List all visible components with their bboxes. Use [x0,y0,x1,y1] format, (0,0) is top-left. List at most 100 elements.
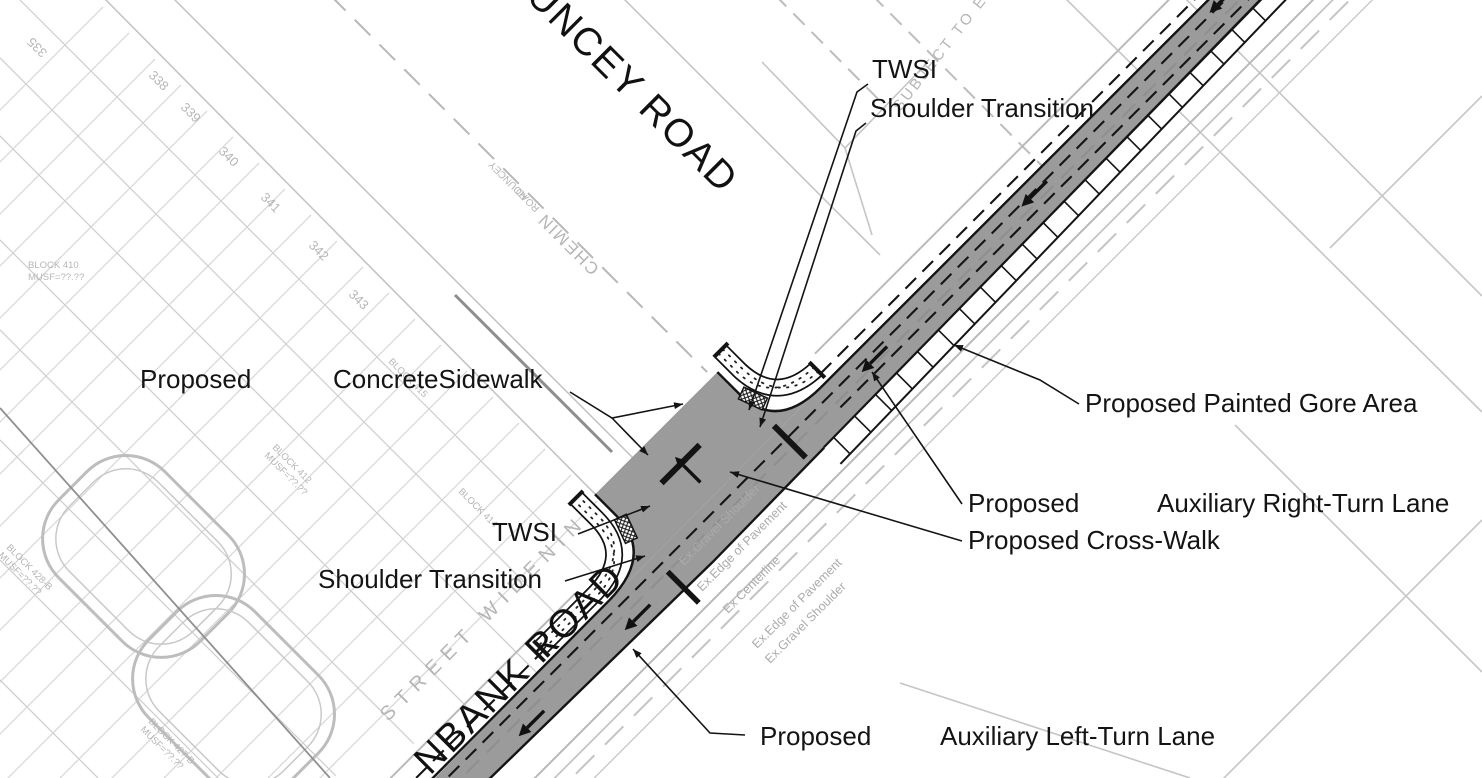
block-410-line2: MUSF=??.?? [28,272,84,283]
ex-side-road-edge-dark [453,293,614,454]
leader-sidewalk-a [569,391,684,419]
callout-sidewalk-prefix: Proposed [140,364,251,394]
parcel-row-line [0,499,640,778]
callout-left-turn: Auxiliary Left-Turn Lane [940,721,1215,751]
parcel-line-right-6 [899,682,1191,778]
sidewalk-end-ticks [532,341,827,658]
parcel-lot-line [0,0,319,778]
gore-hatch-rung [874,393,893,412]
parcel-row-line [0,619,640,778]
callout-crosswalk: Proposed Cross-Walk [968,525,1221,555]
callout-shoulder-west: Shoulder Transition [318,564,542,594]
parcel-row-line [0,179,640,778]
gore-hatch-rung [1210,50,1225,65]
callout-right-turn: Auxiliary Right-Turn Lane [1157,488,1449,518]
parcel-lot-line [39,0,640,778]
parcel-lot-line [0,0,111,778]
callout-right-turn-prefix: Proposed [968,488,1079,518]
painted-gore-area [823,0,1340,465]
lot-343: 343 [346,287,372,313]
gore-hatch-rung [1189,71,1204,87]
parcel-line-right-4 [1234,424,1482,673]
loop-street-lower [131,594,336,778]
lot-340: 340 [216,144,242,170]
gore-hatch-rung [916,350,934,368]
lot-342: 342 [306,238,332,264]
parcel-lot-line [0,0,163,778]
gore-hatch-rung [853,415,872,433]
leader-twsi-top [748,83,869,411]
gore-hatch-rung [833,436,851,455]
parcel-lot-line [0,0,640,778]
concrete-sidewalk-east [714,345,823,397]
gore-hatch-rung [1000,265,1017,282]
parcel-lot-line [0,0,640,778]
cross-road-name: UNCEY ROAD [519,0,747,202]
leader-gore [953,344,1080,405]
gore-hatch-rung [1126,136,1142,152]
gore-hatch-rung [1063,200,1080,217]
proposed-pavement-area [392,0,1482,778]
parcel-row-line [0,379,640,778]
parcel-row-line [0,269,640,778]
leader-right-turn [871,371,963,505]
leader-left-turn [632,648,746,736]
callout-left-turn-prefix: Proposed [760,721,871,751]
parcel-row-line [0,75,640,778]
gore-hatch-rung [1168,93,1184,108]
leader-sidewalk-b [611,417,649,456]
easement-dashed-2 [778,0,887,108]
parcel-lot-line [91,0,640,778]
ex-centerline-dashed [404,0,1482,778]
gore-hatch-rung [937,329,955,347]
gore-hatch-rung [895,372,913,390]
callout-gore: Proposed Painted Gore Area [1085,388,1418,418]
gore-hatch-rung [979,286,997,303]
parcel-lot-line [0,0,371,778]
chemin-road-suffix-small: ROAD [514,185,542,213]
parcel-lot-line [247,0,640,778]
loop-street-upper [41,454,246,659]
crosswalk-bar-sw [665,569,701,605]
leader-shoulder-west [564,555,646,582]
gore-hatch-rung [1105,157,1121,173]
leader-twsi-west [577,505,651,535]
parcel-corner-stem [844,147,873,236]
lot-335: 335 [24,35,50,61]
parcel-lot-line [0,0,215,778]
easement-dashed-1 [875,0,1069,193]
lot-338: 338 [146,68,172,94]
utility-line [0,407,331,778]
side-road-west-edge [104,0,600,499]
parcel-line-right-1 [1065,0,1482,413]
leader-lines [564,83,1080,736]
leader-shoulder-top [759,122,867,428]
gore-hatch-rung [1084,179,1100,195]
gore-hatch-rung [958,308,976,325]
parcel-row-line [0,0,640,778]
background-dashed-lines [333,0,1069,373]
parcel-row-line [19,0,640,778]
block-410-line1: BLOCK 410 [28,260,79,271]
crosswalk-bar-ne [771,423,808,460]
existing-edge-lines [368,0,1482,778]
concrete-sidewalk-west [535,492,624,653]
intersection-throat-pavement [595,372,821,601]
gore-hatch-rung [1231,28,1246,43]
gore-hatch-rung [1147,114,1163,130]
gore-hatch-rung [1021,243,1038,260]
callout-twsi-top: TWSI [872,54,937,84]
callout-shoulder-top: Shoulder Transition [870,93,1094,123]
side-road-west-shoulder [173,0,638,463]
chemin-label: CHEMIN [533,209,602,278]
side-road-centerline-dashed [333,0,708,373]
lot-339: 339 [178,100,204,126]
parcel-lot-line [0,0,267,778]
callout-sidewalk: ConcreteSidewalk [333,364,544,394]
callout-twsi-west: TWSI [492,517,557,547]
gore-hatch-rung [1252,7,1267,22]
greenbank-road-group [368,0,1482,778]
parcel-line-right-3 [1329,95,1482,249]
